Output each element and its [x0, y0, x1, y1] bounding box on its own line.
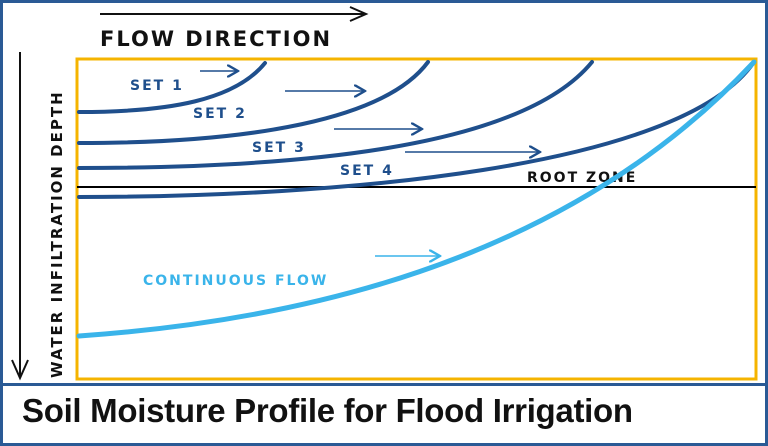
continuous-flow-curve [76, 59, 757, 339]
set-4-label: SET 4 [340, 163, 394, 179]
depth-axis-label: WATER INFILTRATION DEPTH [48, 90, 66, 378]
set-2-curve [77, 60, 430, 145]
caption-divider [0, 383, 768, 386]
flow-direction-arrow [100, 6, 369, 22]
flow-direction-label: FLOW DIRECTION [100, 27, 332, 51]
set-4-curve [77, 60, 756, 199]
soil-moisture-diagram: FLOW DIRECTION WATER INFILTRATION DEPTH … [11, 6, 758, 381]
set-3-curve [77, 60, 594, 170]
plot-border [75, 57, 758, 381]
diagram-caption: Soil Moisture Profile for Flood Irrigati… [22, 392, 633, 429]
set-2-label: SET 2 [193, 106, 247, 122]
set-3-label: SET 3 [252, 140, 306, 156]
depth-arrow [11, 52, 29, 381]
set-1-curve [77, 61, 267, 114]
continuous-flow-label: CONTINUOUS FLOW [143, 273, 328, 289]
set-1-label: SET 1 [130, 78, 184, 94]
